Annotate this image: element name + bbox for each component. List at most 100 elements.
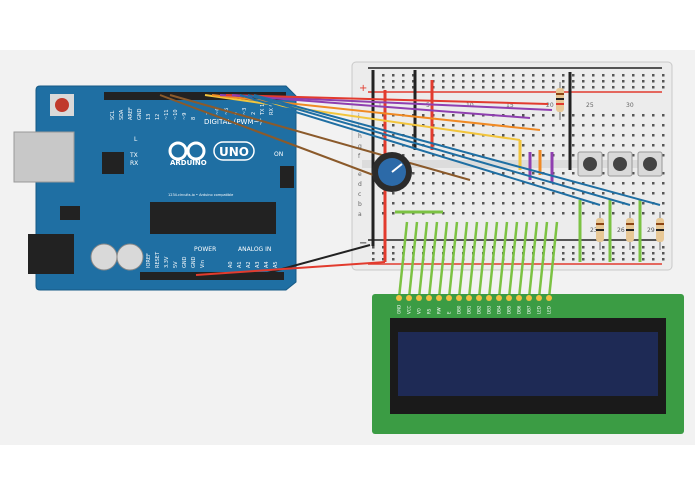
rail-plus-sign: + bbox=[359, 83, 367, 94]
hole bbox=[562, 124, 565, 127]
hole bbox=[602, 246, 605, 249]
hole bbox=[622, 192, 625, 195]
hole bbox=[472, 202, 475, 205]
hole bbox=[582, 144, 585, 147]
hole bbox=[592, 80, 595, 83]
hole bbox=[612, 252, 615, 255]
hole bbox=[442, 134, 445, 137]
led-l-label: L bbox=[134, 136, 138, 143]
hole bbox=[582, 252, 585, 255]
lcd-wire bbox=[407, 221, 419, 299]
hole bbox=[472, 192, 475, 195]
wire-blue bbox=[247, 94, 631, 206]
hole bbox=[422, 202, 425, 205]
hole bbox=[572, 172, 575, 175]
hole bbox=[542, 144, 545, 147]
hole bbox=[382, 114, 385, 117]
hole bbox=[482, 86, 485, 89]
hole bbox=[632, 258, 635, 261]
hole bbox=[592, 144, 595, 147]
hole bbox=[572, 212, 575, 215]
hole bbox=[632, 144, 635, 147]
pin-label: 8 bbox=[191, 117, 197, 120]
lcd-pin bbox=[406, 295, 412, 301]
hole bbox=[622, 182, 625, 185]
hole bbox=[402, 80, 405, 83]
hole bbox=[632, 154, 635, 157]
hole bbox=[392, 80, 395, 83]
hole bbox=[562, 80, 565, 83]
hole bbox=[582, 86, 585, 89]
hole bbox=[542, 134, 545, 137]
hole bbox=[602, 74, 605, 77]
hole bbox=[382, 86, 385, 89]
hole bbox=[612, 74, 615, 77]
hole bbox=[412, 172, 415, 175]
lcd-pin-label: LED bbox=[547, 306, 552, 314]
hole bbox=[482, 80, 485, 83]
hole bbox=[502, 182, 505, 185]
hole bbox=[412, 144, 415, 147]
row-letter: f bbox=[358, 153, 361, 160]
hole bbox=[532, 202, 535, 205]
hole bbox=[562, 172, 565, 175]
row-letter: g bbox=[358, 143, 362, 150]
hole bbox=[432, 154, 435, 157]
hole bbox=[662, 74, 665, 77]
hole bbox=[422, 172, 425, 175]
hole bbox=[502, 154, 505, 157]
pin-label: ~9 bbox=[182, 113, 188, 120]
hole bbox=[592, 252, 595, 255]
hole bbox=[402, 192, 405, 195]
hole bbox=[632, 192, 635, 195]
wire-blue bbox=[239, 94, 601, 206]
hole bbox=[422, 192, 425, 195]
hole bbox=[382, 202, 385, 205]
hole bbox=[572, 86, 575, 89]
lcd-pin bbox=[436, 295, 442, 301]
hole bbox=[432, 74, 435, 77]
hole bbox=[512, 144, 515, 147]
hole bbox=[412, 192, 415, 195]
hole bbox=[512, 80, 515, 83]
hole bbox=[462, 124, 465, 127]
hole bbox=[662, 192, 665, 195]
wire-brown bbox=[169, 94, 471, 181]
hole bbox=[652, 182, 655, 185]
hole bbox=[532, 86, 535, 89]
hole bbox=[512, 172, 515, 175]
hole bbox=[652, 124, 655, 127]
hole bbox=[562, 182, 565, 185]
hole bbox=[422, 86, 425, 89]
hole bbox=[642, 86, 645, 89]
hole bbox=[602, 154, 605, 157]
lcd-wire bbox=[487, 221, 499, 299]
lcd-pin-label: DB1 bbox=[467, 305, 472, 314]
hole bbox=[542, 212, 545, 215]
hole bbox=[442, 202, 445, 205]
atmega-chip bbox=[150, 202, 276, 234]
hole bbox=[432, 172, 435, 175]
pin-label: A1 bbox=[237, 261, 243, 268]
hole bbox=[632, 212, 635, 215]
capacitor bbox=[116, 243, 144, 271]
hole bbox=[502, 212, 505, 215]
hole bbox=[652, 86, 655, 89]
hole bbox=[532, 74, 535, 77]
hole bbox=[392, 246, 395, 249]
hole bbox=[462, 144, 465, 147]
hole bbox=[632, 252, 635, 255]
hole bbox=[382, 80, 385, 83]
hole bbox=[652, 258, 655, 261]
hole bbox=[442, 192, 445, 195]
hole bbox=[482, 172, 485, 175]
hole bbox=[512, 86, 515, 89]
lcd-pin bbox=[546, 295, 552, 301]
hole bbox=[542, 154, 545, 157]
hole bbox=[622, 144, 625, 147]
column-number: 15 bbox=[506, 102, 514, 109]
